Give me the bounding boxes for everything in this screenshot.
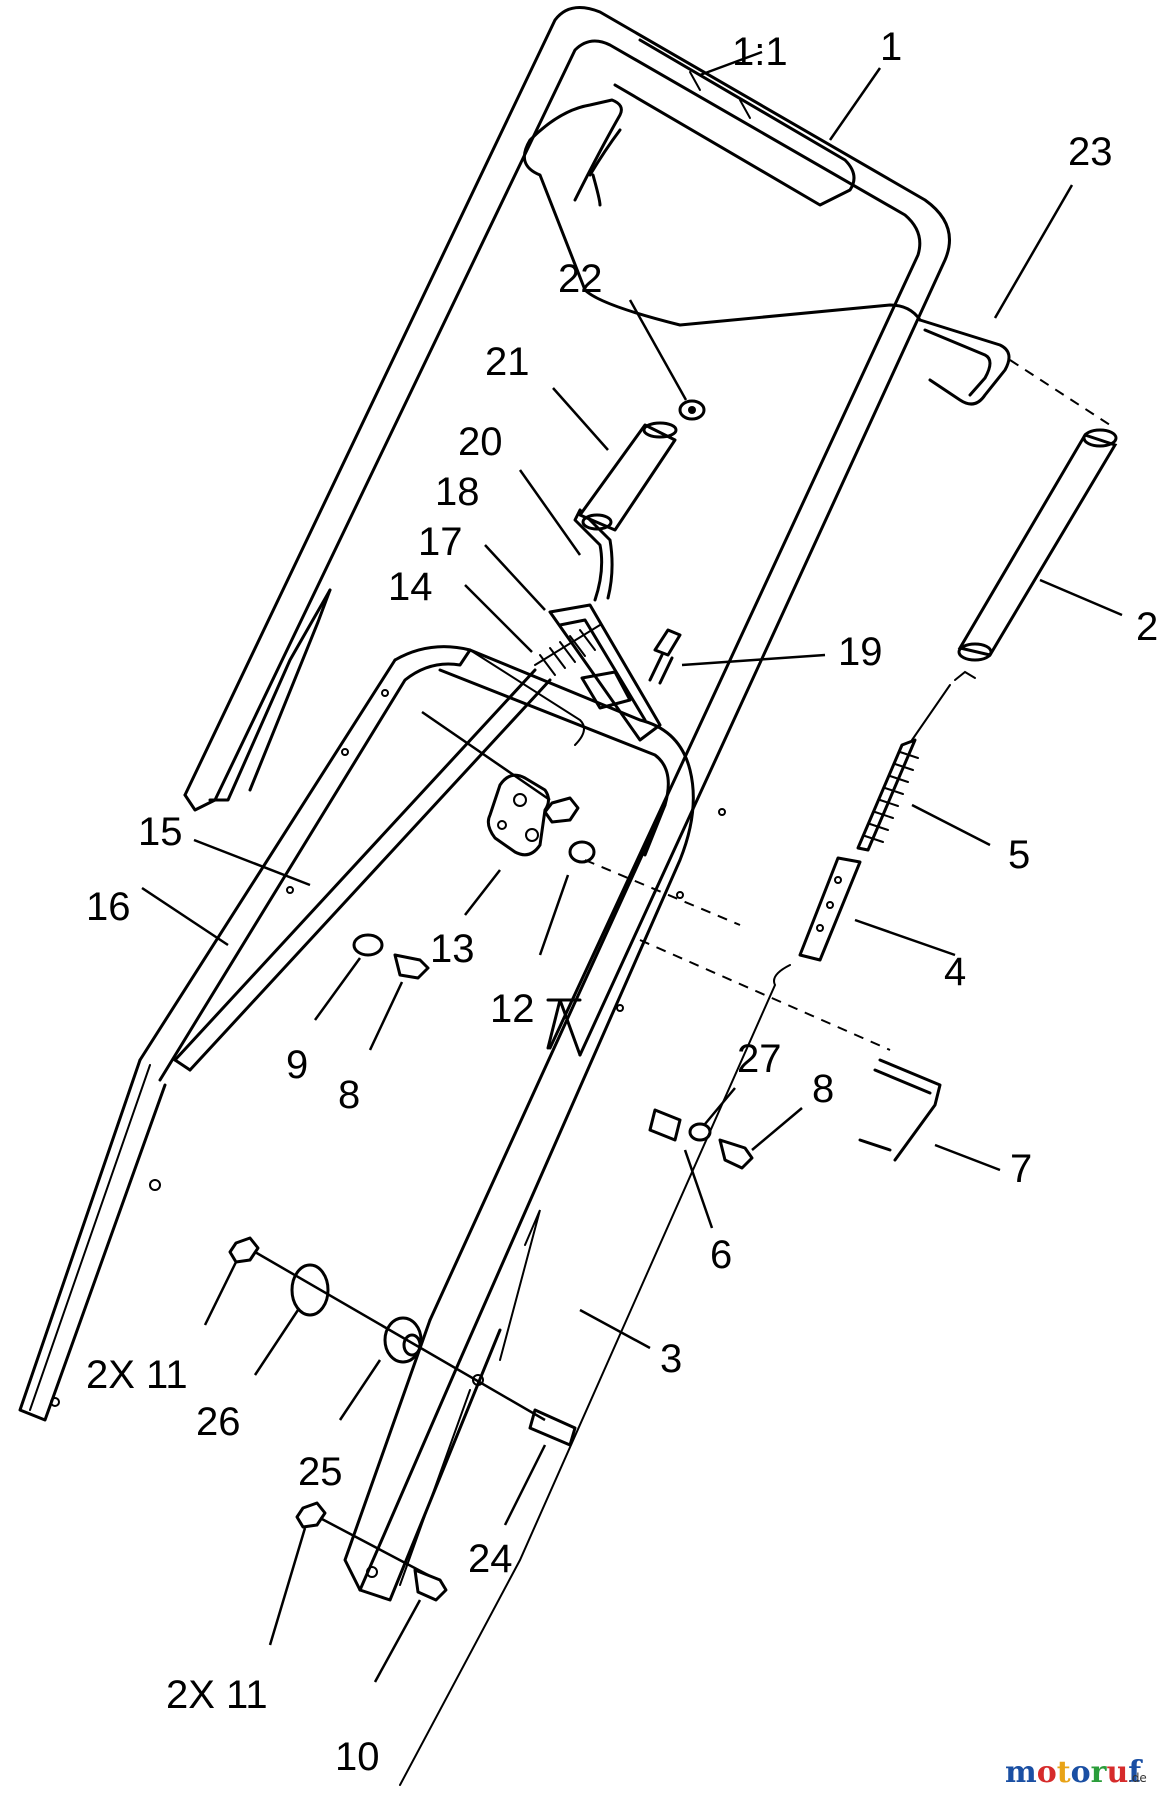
bail-part-23	[522, 98, 1011, 406]
callout-21: 21	[485, 340, 530, 384]
callout-1-1: 1:1	[732, 30, 788, 74]
grip-part-2	[957, 428, 1118, 662]
lever-grip-part-21	[578, 421, 678, 532]
callout-16: 16	[86, 885, 131, 929]
watermark-letter: u	[1106, 1755, 1128, 1790]
callout-18: 18	[435, 470, 480, 514]
callout-9: 9	[286, 1043, 308, 1087]
callout-26: 26	[196, 1400, 241, 1444]
callout-5: 5	[1008, 833, 1030, 877]
watermark-letter: f	[1128, 1755, 1143, 1790]
watermark-letter: o	[1071, 1755, 1091, 1790]
callout-24: 24	[468, 1537, 513, 1581]
callout-19: 19	[838, 630, 883, 674]
pin-part-19	[648, 628, 682, 685]
callout-8-right: 8	[812, 1067, 834, 1111]
callout-25: 25	[298, 1450, 343, 1494]
callout-8-left: 8	[338, 1073, 360, 1117]
callout-2: 2	[1136, 605, 1158, 649]
washer-part-27	[688, 1122, 712, 1142]
callout-2x11-middle: 2X 11	[86, 1353, 188, 1397]
callout-20: 20	[458, 420, 503, 464]
watermark-letter: r	[1091, 1755, 1108, 1790]
cap-part-22	[678, 399, 706, 421]
bolt-part-8-right	[718, 1138, 754, 1170]
link-plate-part-4	[798, 856, 862, 962]
leader-lines	[141, 50, 1123, 1683]
callout-2x11-bottom: 2X 11	[166, 1673, 268, 1717]
callout-12: 12	[490, 987, 535, 1031]
alignment-line-cable	[639, 939, 891, 1051]
hardware-stack	[228, 1236, 577, 1447]
callout-7: 7	[1010, 1147, 1032, 1191]
callout-4: 4	[944, 950, 966, 994]
watermark-letter: o	[1037, 1755, 1057, 1790]
motoruf-watermark-logo: motoruf .de	[1005, 1755, 1147, 1790]
callout-22: 22	[558, 257, 603, 301]
bolt-part-10	[413, 1568, 448, 1602]
callout-13: 13	[430, 927, 475, 971]
callout-15: 15	[138, 810, 183, 854]
callout-6: 6	[710, 1233, 732, 1277]
callout-17: 17	[418, 520, 463, 564]
callout-23: 23	[1068, 130, 1113, 174]
watermark-suffix: .de	[1128, 1771, 1147, 1785]
control-rod-part-15	[173, 668, 552, 1072]
lever-part-20	[573, 508, 614, 602]
washer-part-12	[568, 840, 596, 864]
watermark-letter: t	[1057, 1755, 1071, 1790]
callout-3: 3	[660, 1337, 682, 1381]
nut-part-11-bottom	[295, 1501, 327, 1529]
callout-1: 1	[880, 25, 902, 69]
lower-handle-part-3	[343, 648, 726, 1602]
nut-part-14	[543, 796, 580, 824]
callout-27: 27	[737, 1037, 782, 1081]
callout-14: 14	[388, 565, 433, 609]
callout-10: 10	[335, 1735, 380, 1779]
alignment-line-pin	[584, 859, 741, 926]
lower-handle-part-16	[18, 645, 472, 1422]
knob-part-13	[486, 773, 550, 857]
lower-crossbar	[469, 649, 585, 746]
spring-part-17	[534, 624, 601, 676]
washer-part-9	[352, 933, 384, 957]
cable	[399, 964, 791, 1786]
control-bracket-part-18	[548, 603, 662, 742]
bolt-part-8-left	[393, 953, 430, 980]
clip-part-6	[648, 1108, 682, 1142]
alignment-line-bail	[1009, 359, 1111, 426]
watermark-letter: m	[1005, 1755, 1037, 1790]
upper-handle-part-1	[183, 6, 951, 1057]
svg-text:motoruf: motoruf	[1005, 1755, 1143, 1790]
pin-part-7	[858, 1058, 942, 1162]
spring-part-5	[856, 670, 976, 852]
